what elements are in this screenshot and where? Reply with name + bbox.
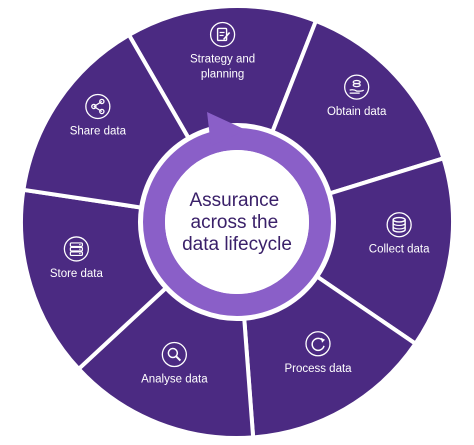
center-title-line-2: across the xyxy=(191,212,279,233)
segment-process-data: Process data xyxy=(242,273,419,440)
segment-label-store-data: Store data xyxy=(50,268,104,280)
server-stack-icon xyxy=(63,236,90,262)
ring-arrow-head xyxy=(207,112,246,146)
segment-obtain-data: Obtain data xyxy=(269,18,446,196)
center-title-line-3: data lifecycle xyxy=(182,234,292,255)
segment-label-line: Process data xyxy=(284,363,352,375)
segment-label-line: Collect data xyxy=(369,244,430,256)
segment-label-line: Obtain data xyxy=(327,106,387,118)
segment-label-line: Strategy and xyxy=(190,53,255,65)
segment-shape-share-data xyxy=(21,32,192,210)
segment-label-process-data: Process data xyxy=(284,363,352,375)
center-disc xyxy=(165,150,309,294)
share-icon xyxy=(85,93,111,120)
segment-collect-data: Collect data xyxy=(314,155,455,347)
hand-coins-icon xyxy=(344,74,370,100)
segment-shape-collect-data xyxy=(314,155,455,347)
segment-share-data: Share data xyxy=(21,32,192,210)
lifecycle-ring xyxy=(143,112,331,316)
segment-label-line: Analyse data xyxy=(141,374,208,386)
segment-label-analyse-data: Analyse data xyxy=(141,374,208,386)
segment-label-line: Store data xyxy=(50,268,104,280)
center-title-line-1: Assurance xyxy=(189,190,279,211)
segment-label-strategy-and-planning: Strategy and planning xyxy=(190,53,255,80)
segment-label-collect-data: Collect data xyxy=(369,244,430,256)
segment-shape-obtain-data xyxy=(269,18,446,196)
segment-label-share-data: Share data xyxy=(70,125,127,137)
center-title: Assurance across the data lifecycle xyxy=(182,190,292,255)
document-edit-icon xyxy=(209,21,236,48)
database-icon xyxy=(386,212,412,238)
segment-analyse-data: Analyse data xyxy=(75,285,256,440)
ring-circle xyxy=(143,128,331,316)
magnifier-icon xyxy=(161,341,188,368)
segment-label-obtain-data: Obtain data xyxy=(327,106,387,118)
segment-label-line: Share data xyxy=(70,125,127,137)
segment-shape-store-data xyxy=(19,187,169,372)
segment-store-data: Store data xyxy=(19,187,169,372)
segment-label-line: planning xyxy=(201,68,244,80)
segment-shape-process-data xyxy=(242,273,419,440)
refresh-cycle-icon xyxy=(305,331,331,357)
